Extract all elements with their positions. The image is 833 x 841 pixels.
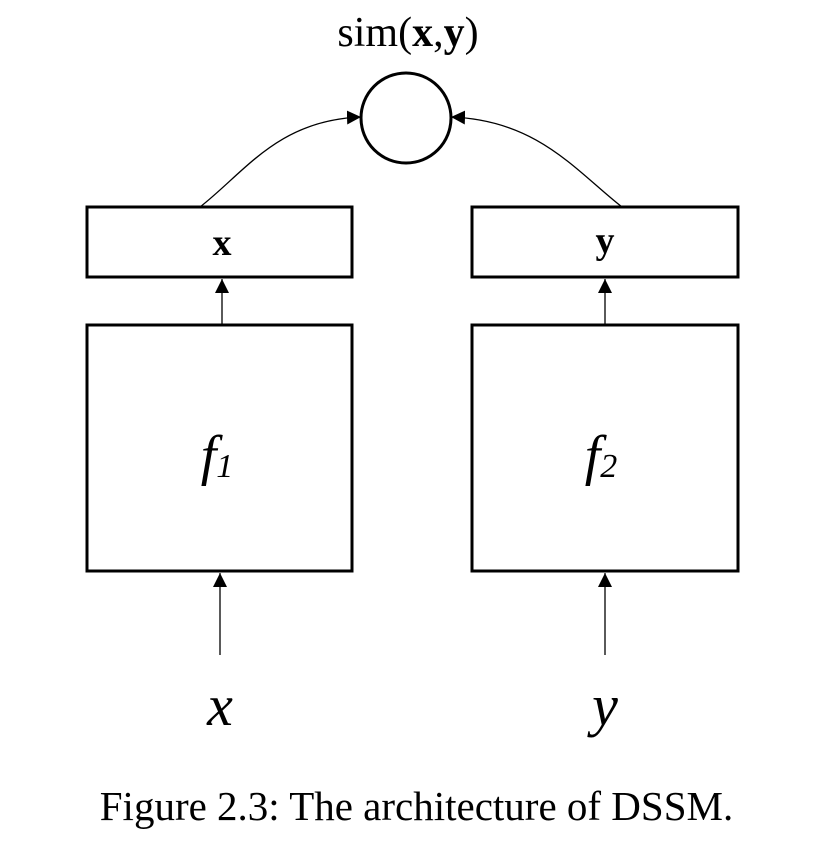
left-to-similarity-arrow [199, 110, 362, 208]
similarity-prefix: sim( [337, 10, 412, 56]
similarity-label: sim(x,y) [337, 10, 478, 56]
figure-caption: Figure 2.3: The architecture of DSSM. [99, 783, 734, 829]
left-vector-label: x [213, 222, 232, 264]
similarity-separator: , [433, 10, 444, 56]
right-function-subscript: 2 [600, 448, 617, 485]
left-function-subscript: 1 [216, 448, 233, 485]
similarity-suffix: ) [465, 10, 479, 56]
similarity-arg-x: x [412, 10, 433, 56]
left-function-box [85, 323, 354, 573]
right-input-label: y [587, 673, 618, 738]
left-vector-box [85, 205, 354, 279]
similarity-node [359, 71, 453, 165]
dssm-diagram: sim(x,y) x f1 x y f2 y [85, 10, 740, 738]
left-input-label: x [206, 673, 233, 738]
right-vector-label: y [596, 220, 615, 262]
right-vector-box [470, 205, 740, 279]
right-function-box [470, 323, 740, 573]
similarity-arg-y: y [444, 10, 465, 56]
right-to-similarity-arrow [450, 110, 623, 208]
